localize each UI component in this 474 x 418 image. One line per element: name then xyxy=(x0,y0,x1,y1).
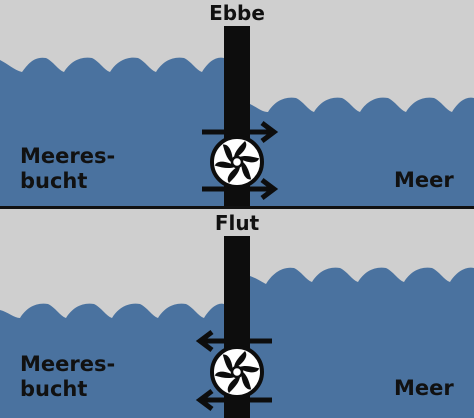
arrow-icon-lower-flut xyxy=(195,389,272,411)
turbine-blade xyxy=(227,377,240,393)
panel-ebbe: Ebbe Meeres- bucht Meer xyxy=(0,0,474,208)
left-label-line1-flut: Meeres- xyxy=(20,352,115,376)
water-bay-flut xyxy=(0,303,224,418)
arrow-icon-upper-ebbe xyxy=(202,121,279,143)
turbine-blade xyxy=(239,365,260,373)
turbine-blade xyxy=(239,155,260,163)
turbine-blade xyxy=(241,161,252,180)
right-label-ebbe: Meer xyxy=(394,168,454,192)
turbine-blade xyxy=(222,354,233,373)
turbine-icon-ebbe xyxy=(210,135,264,189)
turbine-blade xyxy=(241,371,252,390)
panel-title-flut: Flut xyxy=(215,211,260,235)
water-sea-ebbe xyxy=(250,97,474,207)
turbine-blade xyxy=(214,371,235,379)
panel-divider xyxy=(0,206,474,209)
water-bay-ebbe xyxy=(0,57,224,208)
turbine-blade xyxy=(234,351,247,367)
turbine-icon-flut xyxy=(210,345,264,399)
water-sea-flut xyxy=(250,267,474,418)
left-label-line1-ebbe: Meeres- xyxy=(20,144,115,168)
turbine-blade xyxy=(234,141,247,157)
panel-title-ebbe: Ebbe xyxy=(209,1,265,25)
left-label-line2-ebbe: bucht xyxy=(20,169,87,193)
arrow-icon-upper-flut xyxy=(195,330,272,352)
turbine-blade xyxy=(214,161,235,169)
right-label-flut: Meer xyxy=(394,376,454,400)
left-label-line2-flut: bucht xyxy=(20,377,87,401)
panel-flut: Flut Meeres- bucht Meer xyxy=(0,209,474,418)
turbine-blade xyxy=(222,144,233,163)
turbine-blade xyxy=(227,167,240,183)
